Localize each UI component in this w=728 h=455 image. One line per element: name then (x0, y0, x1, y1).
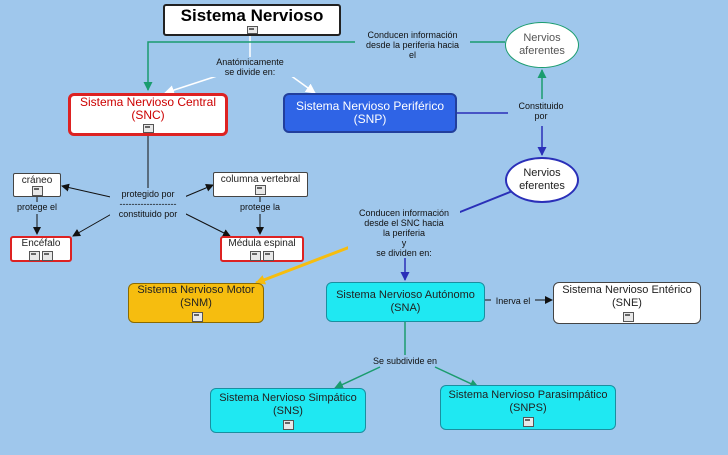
resource-icon[interactable] (142, 124, 154, 133)
node-encefalo-label: Encéfalo (21, 237, 61, 249)
node-craneo-label: cráneo (21, 174, 53, 186)
node-craneo[interactable]: cráneo (13, 173, 61, 197)
label-anatomicamente: Anatómicamente se divide en: (205, 57, 295, 77)
node-encefalo[interactable]: Encéfalo (10, 236, 72, 262)
link-protegido-medula (181, 211, 231, 237)
node-snp[interactable]: Sistema Nervioso Periférico (SNP) (283, 93, 457, 133)
node-sns-label: Sistema Nervioso Simpático (SNS) (219, 391, 357, 417)
node-nervios-aferentes[interactable]: Nervios aferentes (505, 22, 579, 68)
link-protegido-encefalo (72, 211, 116, 237)
link-icon[interactable] (522, 416, 534, 427)
node-sna-label: Sistema Nervioso Autónomo (SNA) (336, 289, 475, 314)
resource-icons (29, 250, 53, 261)
link-protegido-craneo (61, 183, 116, 199)
node-eferentes-label: Nervios eferentes (519, 167, 565, 192)
node-medula-label: Médula espinal (228, 237, 296, 249)
node-columna-label: columna vertebral (220, 174, 301, 185)
node-snps-label: Sistema Nervioso Parasimpático (SNPS) (448, 388, 608, 414)
node-snc-label: Sistema Nervioso Central (SNC) (79, 95, 217, 122)
link-conducen-snc (143, 41, 355, 91)
document-icon[interactable] (263, 250, 274, 261)
image-icon[interactable] (29, 250, 40, 261)
node-aferentes-label: Nervios aferentes (519, 32, 565, 57)
link-anatomicamente-snc (164, 74, 221, 95)
resource-icons (250, 250, 274, 261)
link-subdivide-sns (334, 366, 381, 389)
node-nervios-eferentes[interactable]: Nervios eferentes (505, 157, 579, 203)
node-medula-espinal[interactable]: Médula espinal (220, 236, 304, 262)
link-conducen-snm (255, 245, 351, 285)
link-protegido-columna (181, 184, 214, 199)
title-node[interactable]: Sistema Nervioso (163, 4, 341, 36)
node-snp-label: Sistema Nervioso Periférico (SNP) (295, 99, 445, 126)
node-snm-label: Sistema Nervioso Motor (SNM) (137, 284, 255, 309)
image-icon[interactable] (31, 185, 43, 196)
node-sns[interactable]: Sistema Nervioso Simpático (SNS) (210, 388, 366, 433)
resource-icon[interactable] (192, 312, 203, 322)
node-snm[interactable]: Sistema Nervioso Motor (SNM) (128, 283, 264, 323)
node-snps[interactable]: Sistema Nervioso Parasimpático (SNPS) (440, 385, 616, 430)
link-anatomicamente-snp (289, 74, 316, 94)
image-icon[interactable] (250, 250, 261, 261)
document-icon[interactable] (42, 250, 53, 261)
label-conducen-aferente: Conducen información desde la periferia … (355, 30, 470, 60)
label-protege-la: protege la (232, 202, 288, 212)
label-conducen-eferente: Conducen información desde el SNC hacia … (348, 208, 460, 258)
link-subdivide-snps (434, 366, 479, 388)
link-eferentes-conducen (454, 189, 516, 215)
node-columna-vertebral[interactable]: columna vertebral (213, 172, 308, 197)
label-protege-el: protege el (8, 202, 66, 212)
node-sna[interactable]: Sistema Nervioso Autónomo (SNA) (326, 282, 485, 322)
label-protegido-constituido: protegido por ------------------- consti… (110, 189, 186, 219)
resource-icon[interactable] (623, 312, 634, 322)
node-sne-label: Sistema Nervioso Entérico (SNE) (562, 284, 692, 309)
label-constituido-por: Constituido por (508, 101, 574, 121)
label-se-subdivide: Se subdivide en (362, 356, 448, 366)
image-icon[interactable] (255, 185, 266, 195)
label-inerva-el: Inerva el (491, 296, 535, 306)
resource-icon[interactable] (246, 26, 258, 34)
page-title: Sistema Nervioso (180, 6, 324, 25)
node-snc[interactable]: Sistema Nervioso Central (SNC) (68, 93, 228, 136)
link-icon[interactable] (282, 419, 294, 430)
node-sne[interactable]: Sistema Nervioso Entérico (SNE) (553, 282, 701, 324)
